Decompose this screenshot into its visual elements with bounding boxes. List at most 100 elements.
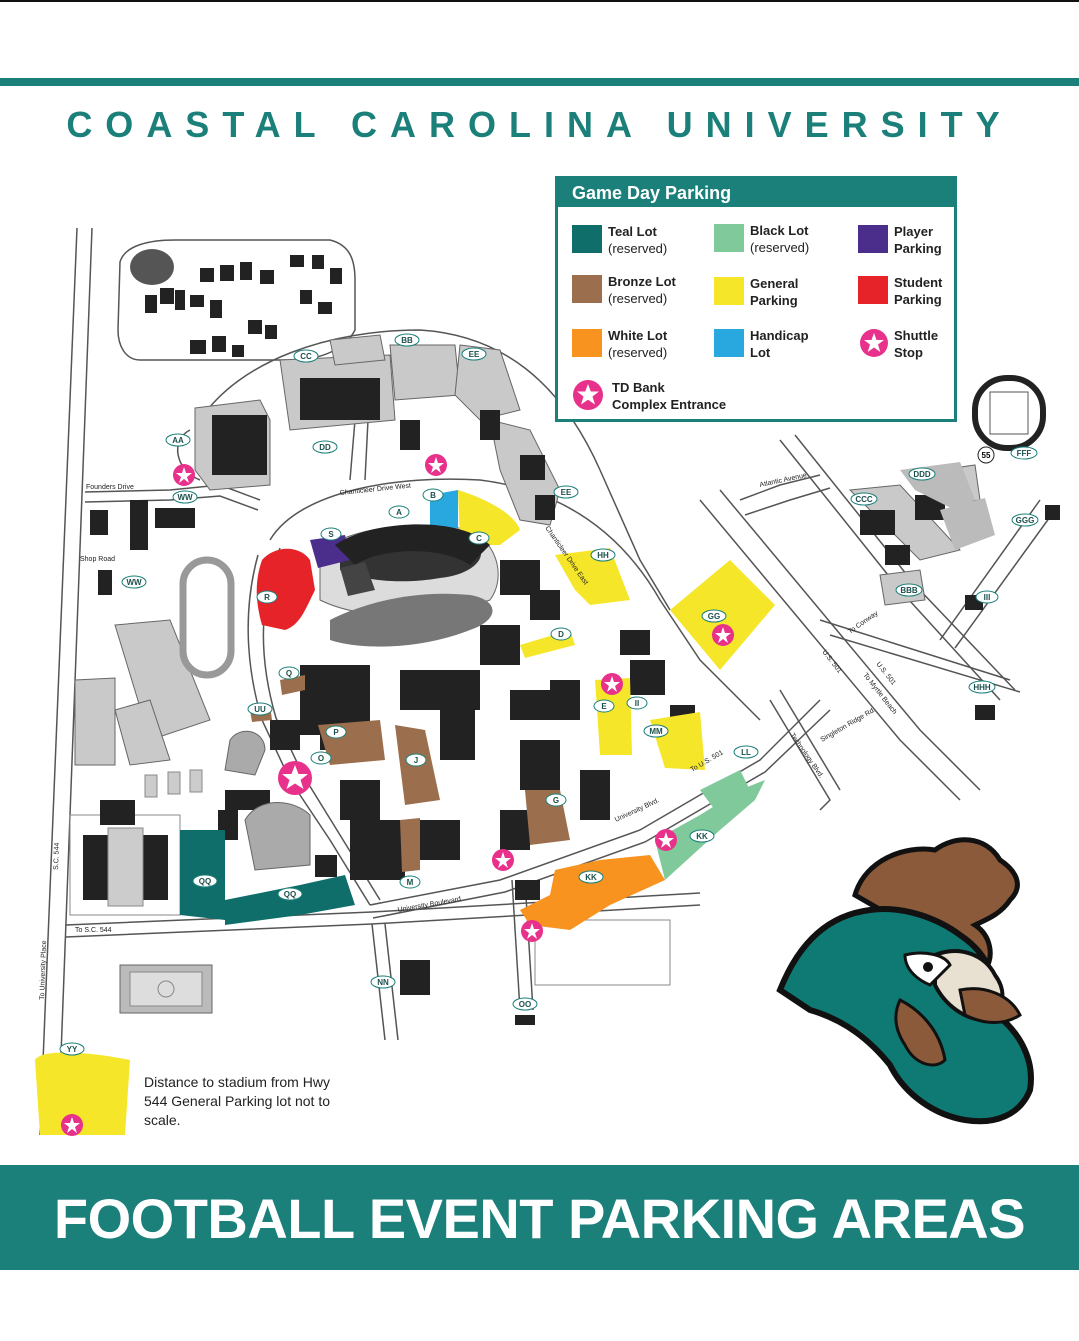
hwy-55-label: 55 bbox=[982, 451, 991, 460]
road-label-conway: To Conway bbox=[847, 610, 880, 636]
lot-label-e: E bbox=[593, 699, 615, 713]
shuttle-stop-icon bbox=[712, 624, 734, 646]
lot-text: WW bbox=[126, 578, 142, 587]
lot-text: A bbox=[396, 508, 402, 517]
lot-text: EE bbox=[561, 488, 572, 497]
lot-text: DDD bbox=[913, 470, 931, 479]
legend-item-white-lot: White Lot(reserved) bbox=[572, 327, 712, 365]
lot-text: QQ bbox=[199, 877, 211, 886]
legend-label: Teal Lot(reserved) bbox=[608, 224, 668, 256]
road-label-shop: Shop Road bbox=[80, 556, 115, 563]
legend-swatch bbox=[714, 224, 744, 252]
legend-item-bronze-lot: Bronze Lot(reserved) bbox=[572, 273, 712, 311]
shuttle-stop-icon bbox=[173, 464, 195, 486]
shuttle-stop-icon bbox=[521, 920, 543, 942]
lot-text: S bbox=[328, 530, 334, 539]
lot-text: UU bbox=[254, 705, 266, 714]
road-label-founders: Founders Drive bbox=[86, 484, 134, 491]
lot-text: BBB bbox=[900, 586, 918, 595]
lot-text: KK bbox=[696, 832, 708, 841]
lot-label-ll: LL bbox=[733, 745, 759, 759]
lot-text: CCC bbox=[855, 495, 873, 504]
lot-text: HHH bbox=[973, 683, 991, 692]
lot-label-b: B bbox=[422, 488, 444, 502]
lot-text: KK bbox=[585, 873, 597, 882]
lot-labels: AA BB CC DD EE EE WW WW A B C S R HH GG … bbox=[59, 333, 1039, 1056]
legend-swatch bbox=[714, 277, 744, 305]
buildings bbox=[90, 378, 1060, 1025]
lot-label-nn: NN bbox=[370, 975, 396, 989]
road-label-sc544: S.C. 544 bbox=[53, 842, 61, 870]
lot-label-j: J bbox=[405, 753, 427, 767]
legend-label: Black Lot(reserved) bbox=[750, 223, 810, 255]
lot-label-ggg: GGG bbox=[1011, 513, 1039, 527]
legend-swatch bbox=[714, 329, 744, 357]
lot-label-ee-2: EE bbox=[553, 485, 579, 499]
track-field bbox=[119, 375, 1046, 1014]
lot-text: B bbox=[430, 491, 436, 500]
lot-label-iii: III bbox=[975, 590, 999, 604]
lot-label-yy: YY bbox=[59, 1042, 85, 1056]
brooks-stadium bbox=[335, 524, 490, 596]
lot-text: YY bbox=[67, 1045, 78, 1054]
lot-label-hh: HH bbox=[590, 548, 616, 562]
west-stadium bbox=[69, 800, 181, 916]
lot-text: C bbox=[476, 534, 482, 543]
legend-swatch bbox=[858, 276, 888, 304]
parking-legend: Game Day Parking Teal Lot(reserved) Blac… bbox=[555, 176, 957, 422]
distance-note: Distance to stadium from Hwy 544 General… bbox=[144, 1074, 331, 1128]
road-label-university-blvd: University Blvd. bbox=[614, 797, 661, 824]
lot-text: G bbox=[553, 796, 559, 805]
td-bank-star-icon bbox=[573, 380, 603, 410]
lot-label-cc: CC bbox=[293, 349, 319, 363]
lot-label-ccc: CCC bbox=[850, 492, 878, 506]
chanticleer-logo bbox=[776, 837, 1034, 1125]
lot-label-oo: OO bbox=[512, 997, 538, 1011]
legend-label: White Lot(reserved) bbox=[608, 328, 668, 360]
lot-text: D bbox=[558, 630, 564, 639]
footer-title: FOOTBALL EVENT PARKING AREAS bbox=[53, 1187, 1026, 1250]
lot-label-a: A bbox=[388, 505, 410, 519]
lot-text: III bbox=[984, 593, 991, 602]
lot-label-uu: UU bbox=[247, 702, 273, 716]
legend-title: Game Day Parking bbox=[558, 179, 954, 207]
legend-swatch bbox=[572, 329, 602, 357]
lot-text: MM bbox=[649, 727, 663, 736]
legend-swatch bbox=[858, 225, 888, 253]
lot-label-q: Q bbox=[278, 666, 300, 680]
lot-text: LL bbox=[741, 748, 751, 757]
legend-item-black-lot: Black Lot(reserved) bbox=[714, 222, 854, 260]
lot-label-bbb: BBB bbox=[895, 583, 923, 597]
lot-label-g: G bbox=[545, 793, 567, 807]
shuttle-stop-icon bbox=[860, 329, 888, 357]
legend-item-teal-lot: Teal Lot(reserved) bbox=[572, 223, 712, 261]
lot-text: R bbox=[264, 593, 270, 602]
road-label-university-place: To University Place bbox=[39, 940, 48, 1000]
lot-label-gg: GG bbox=[701, 609, 727, 623]
lot-text: DD bbox=[319, 443, 331, 452]
lot-label-ww: WW bbox=[172, 490, 198, 504]
lot-text: O bbox=[318, 754, 324, 763]
lot-label-qq: QQ bbox=[192, 874, 218, 888]
north-housing bbox=[117, 239, 356, 361]
lot-label-s: S bbox=[320, 527, 342, 541]
lot-label-r: R bbox=[256, 590, 278, 604]
lot-label-dd: DD bbox=[312, 440, 338, 454]
lot-label-aa: AA bbox=[165, 433, 191, 447]
footer-bar bbox=[0, 1165, 1079, 1270]
lot-text: EE bbox=[469, 350, 480, 359]
lot-text: J bbox=[414, 756, 418, 765]
lot-label-hhh: HHH bbox=[968, 680, 996, 694]
lot-text: E bbox=[601, 702, 607, 711]
lot-text: GG bbox=[708, 612, 720, 621]
lot-label-p: P bbox=[325, 725, 347, 739]
lot-text: OO bbox=[519, 1000, 531, 1009]
top-rule bbox=[0, 0, 1079, 2]
